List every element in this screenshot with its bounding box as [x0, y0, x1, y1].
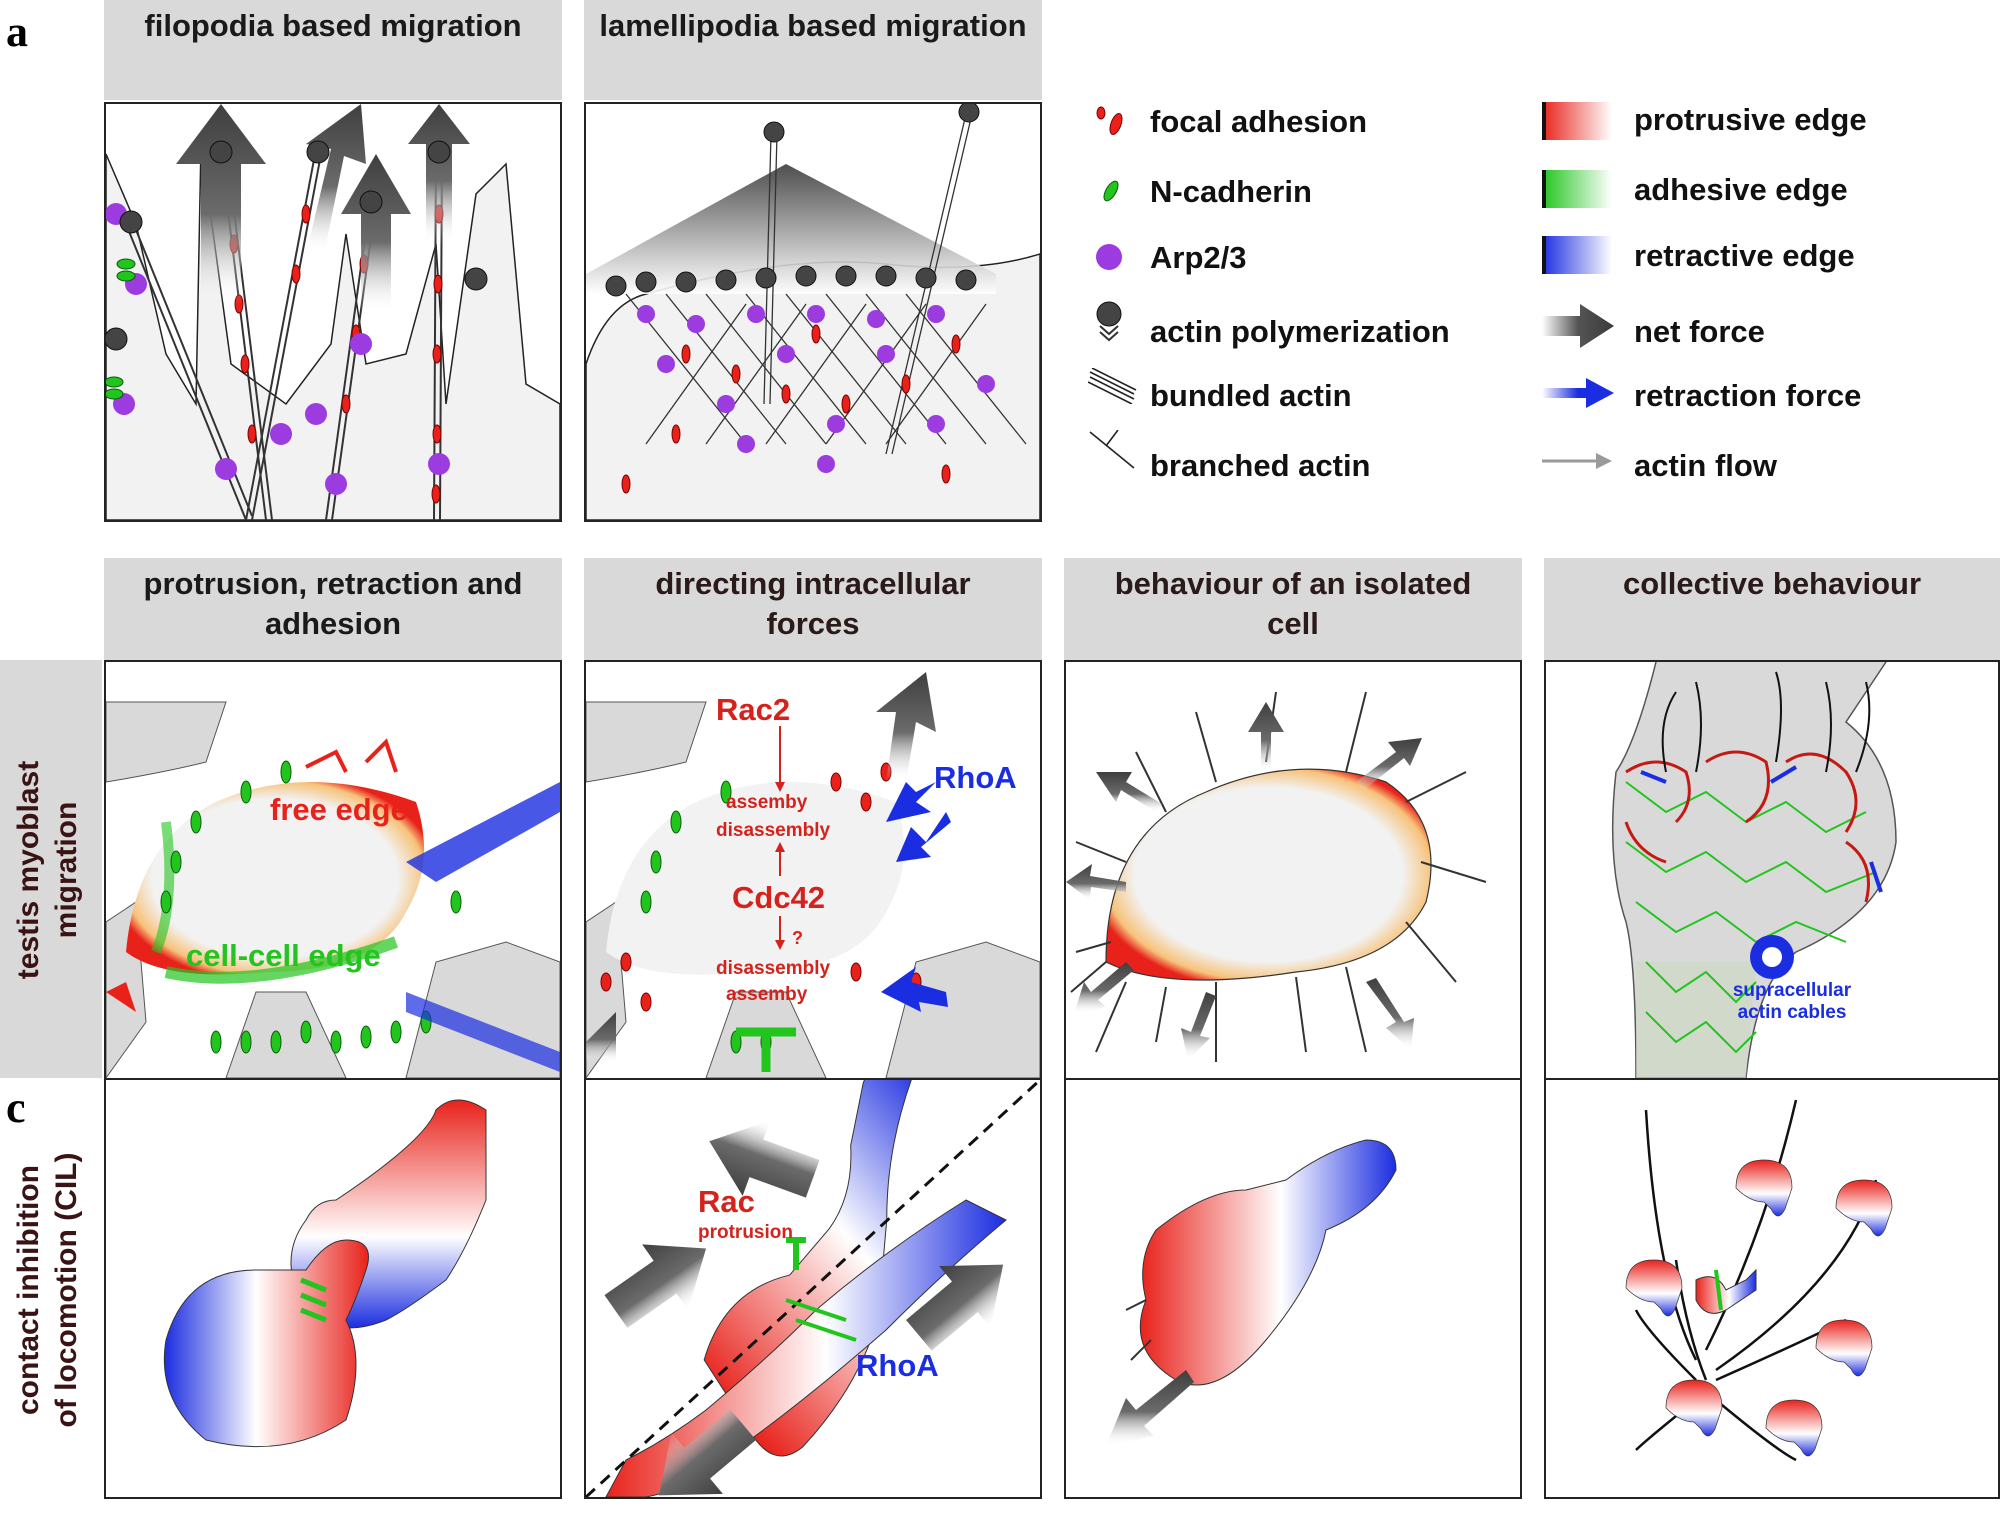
- header-lamellipodia: lamellipodia based migration: [584, 0, 1042, 100]
- legend-label-focal-adhesion: focal adhesion: [1150, 104, 1368, 139]
- disassembly-label-bottom: disassembly: [716, 958, 831, 979]
- supracellular-cables-label: supracellular actin cables: [1722, 980, 1862, 1024]
- b2-regulation-arrows: [775, 726, 785, 950]
- free-edge-label: free edge: [270, 792, 408, 827]
- row-label-c: contact inhibition of locomotion (CIL): [10, 1050, 90, 1530]
- c3-illustration: [1106, 1139, 1397, 1446]
- panel-b2-forces: Rac2 RhoA assemby disassembly Cdc42 ? di…: [584, 660, 1042, 1080]
- row-label-b-line1: testis myoblast: [12, 760, 45, 980]
- header-col-4: collective behaviour: [1544, 558, 2000, 660]
- branched-actin-icon: [1089, 430, 1135, 469]
- panel-letter-a: a: [6, 7, 28, 56]
- cdc42-label: Cdc42: [732, 880, 826, 915]
- header-col-2-line2: forces: [766, 606, 860, 641]
- c1-illustration: [163, 1099, 487, 1448]
- retraction-force-icon: [1542, 378, 1614, 408]
- panel-c3-isolated-cell: [1064, 1078, 1522, 1499]
- header-lamellipodia-text: lamellipodia based migration: [599, 8, 1027, 43]
- b1-illustration: [106, 701, 560, 1078]
- legend-label-branched-actin: branched actin: [1150, 448, 1371, 483]
- row-label-c-line1: contact inhibition: [12, 1165, 45, 1415]
- header-col-3-line1: behaviour of an isolated: [1114, 566, 1472, 601]
- assembly-label-top: assemby: [726, 792, 808, 813]
- cell-cell-edge-label: cell-cell edge: [186, 938, 381, 973]
- retractive-edge-icon: [1542, 236, 1612, 274]
- c2-rhoa-label: RhoA: [856, 1348, 939, 1383]
- filopodia-illustration: [106, 104, 560, 520]
- row-label-b-line2: migration: [50, 801, 83, 939]
- actin-polymerization-icon: [1096, 301, 1122, 342]
- assembly-label-bottom: assemby: [726, 984, 808, 1005]
- panel-filopodia: [104, 102, 562, 522]
- c4-illustration: [1625, 1099, 1893, 1462]
- row-label-b-bg: [0, 660, 102, 1078]
- bundled-actin-icon: [1088, 368, 1137, 404]
- panel-c2-forces: Rac protrusion RhoA: [584, 1078, 1042, 1499]
- legend-label-adhesive-edge: adhesive edge: [1634, 172, 1848, 207]
- legend-label-arp23: Arp2/3: [1150, 240, 1247, 275]
- disassembly-label-top: disassembly: [716, 820, 831, 841]
- panel-letter-c: c: [6, 1083, 26, 1132]
- panel-b1-protrusion: free edge cell-cell edge: [104, 660, 562, 1080]
- lamellipodia-illustration: [586, 104, 1040, 520]
- arp23-icon: [1096, 244, 1122, 270]
- header-col-1: protrusion, retraction and adhesion: [104, 558, 562, 660]
- b3-illustration: [1066, 691, 1487, 1062]
- row-label-c-line2: of locomotion (CIL): [50, 1152, 83, 1428]
- c2-illustration: [586, 1080, 1040, 1497]
- panel-c4-collective: [1544, 1078, 2000, 1499]
- legend-label-bundled-actin: bundled actin: [1150, 378, 1352, 413]
- cables-line1: supracellular: [1732, 980, 1852, 1001]
- panel-b3-isolated-cell: [1064, 660, 1522, 1080]
- header-col-3: behaviour of an isolated cell: [1064, 558, 1522, 660]
- header-col-2: directing intracellular forces: [584, 558, 1042, 660]
- header-filopodia-text: filopodia based migration: [144, 8, 522, 43]
- legend-label-retractive-edge: retractive edge: [1634, 238, 1855, 273]
- protrusion-label: protrusion: [698, 1222, 793, 1243]
- legend-label-protrusive-edge: protrusive edge: [1634, 102, 1867, 137]
- header-col-1-line2: adhesion: [264, 606, 402, 641]
- legend-label-net-force: net force: [1634, 314, 1765, 349]
- header-col-4-line1: collective behaviour: [1622, 566, 1922, 601]
- rac-label: Rac: [698, 1184, 755, 1219]
- question-mark-label: ?: [792, 928, 803, 948]
- focal-adhesion-icon: [1096, 106, 1123, 135]
- row-label-b: testis myoblast migration: [10, 660, 90, 1080]
- header-col-1-line1: protrusion, retraction and: [143, 566, 523, 601]
- protrusive-edge-icon: [1542, 102, 1612, 140]
- rac2-label: Rac2: [716, 692, 791, 727]
- panel-b4-collective: supracellular actin cables: [1544, 660, 2000, 1080]
- actin-flow-icon: [1542, 453, 1612, 469]
- net-force-icon: [1542, 304, 1614, 348]
- header-col-3-line2: cell: [1267, 606, 1319, 641]
- legend-label-retraction-force: retraction force: [1634, 378, 1862, 413]
- legend: focal adhesion N-cadherin Arp2/3 actin p…: [1080, 90, 1980, 510]
- n-cadherin-icon: [1103, 180, 1119, 202]
- legend-label-actin-flow: actin flow: [1634, 448, 1777, 483]
- panel-c1-protrusion: [104, 1078, 562, 1499]
- adhesive-edge-icon: [1542, 170, 1612, 208]
- legend-label-n-cadherin: N-cadherin: [1150, 174, 1312, 209]
- b4-illustration: [1611, 662, 1897, 1078]
- header-filopodia: filopodia based migration: [104, 0, 562, 100]
- panel-lamellipodia: [584, 102, 1042, 522]
- cables-line2: actin cables: [1737, 1002, 1847, 1023]
- legend-label-actin-polymerization: actin polymerization: [1150, 314, 1450, 349]
- b2-illustration: [586, 672, 1040, 1078]
- header-col-2-line1: directing intracellular: [655, 566, 971, 601]
- b2-rhoa-label: RhoA: [934, 760, 1017, 795]
